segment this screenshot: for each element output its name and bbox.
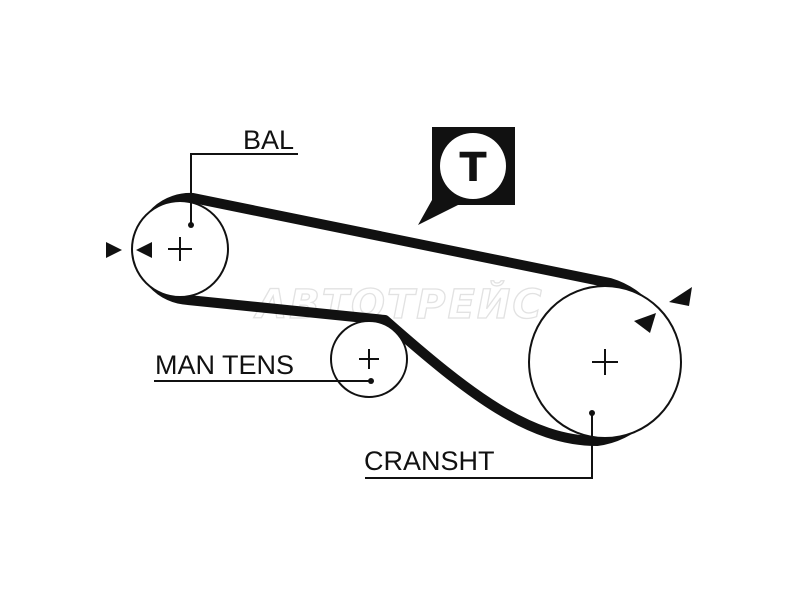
crank-timing-mark-icon xyxy=(634,313,656,333)
balance-shaft-pulley xyxy=(131,200,229,298)
timing-mark-letter: T xyxy=(459,145,487,191)
center-cross-icon xyxy=(168,237,192,261)
tensioner-pulley xyxy=(330,320,408,398)
man-tens-leader-dot xyxy=(368,378,374,384)
timing-mark-arrow-left xyxy=(106,242,122,258)
rotation-arrow-icon xyxy=(669,287,692,306)
man-tens-label: MAN TENS xyxy=(155,350,294,380)
cranksht-leader-line xyxy=(365,413,593,479)
center-cross-icon xyxy=(359,349,379,369)
watermark: АВТОТРЕЙС xyxy=(253,280,544,328)
timing-mark-badge: T xyxy=(418,127,515,225)
bal-leader-dot xyxy=(188,222,194,228)
center-cross-icon xyxy=(592,349,618,375)
cranksht-leader-dot xyxy=(589,410,595,416)
bal-leader-line xyxy=(190,153,298,225)
bal-label: BAL xyxy=(243,125,294,155)
crankshaft-pulley xyxy=(528,285,682,439)
cranksht-label: CRANSHT xyxy=(364,446,495,476)
timing-mark-arrow-inner xyxy=(136,242,152,258)
